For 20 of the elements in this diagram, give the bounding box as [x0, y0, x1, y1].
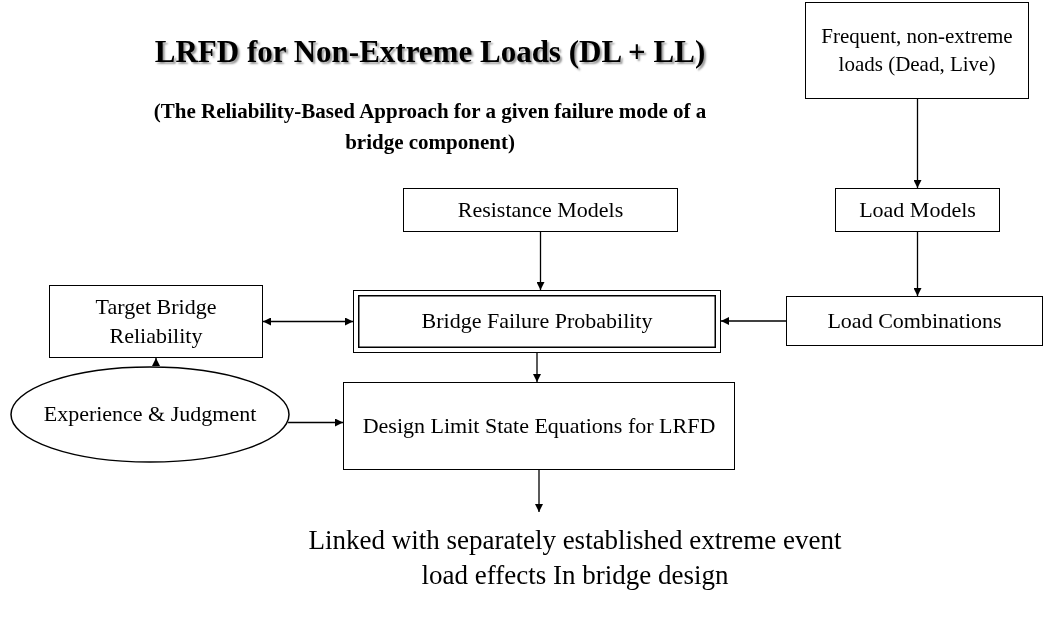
- process-box: Target Bridge Reliability: [49, 285, 263, 358]
- process-box: Resistance Models: [403, 188, 678, 232]
- output-text: Linked with separately established extreme event load effects In bridge design: [290, 512, 860, 604]
- subtitle: (The Reliability-Based Approach for a given failure mode of a bridge component): [152, 98, 708, 156]
- arrow: [913, 98, 922, 189]
- arrow: [533, 352, 541, 383]
- arrow: [535, 469, 543, 513]
- arrow: [913, 231, 922, 297]
- arrow: [720, 317, 787, 325]
- arrow: [287, 418, 344, 427]
- process-box: Design Limit State Equations for LRFD: [343, 382, 735, 470]
- arrow: [262, 317, 354, 326]
- process-box: Load Combinations: [786, 296, 1043, 346]
- arrow: [152, 357, 160, 367]
- decision-ellipse: Experience & Judgment: [10, 366, 290, 463]
- arrow: [536, 231, 545, 291]
- title: LRFD for Non-Extreme Loads (DL + LL): [153, 34, 707, 70]
- process-box: Frequent, non-extreme loads (Dead, Live): [805, 2, 1029, 99]
- process-box: Load Models: [835, 188, 1000, 232]
- process-box: Bridge Failure Probability: [353, 290, 721, 353]
